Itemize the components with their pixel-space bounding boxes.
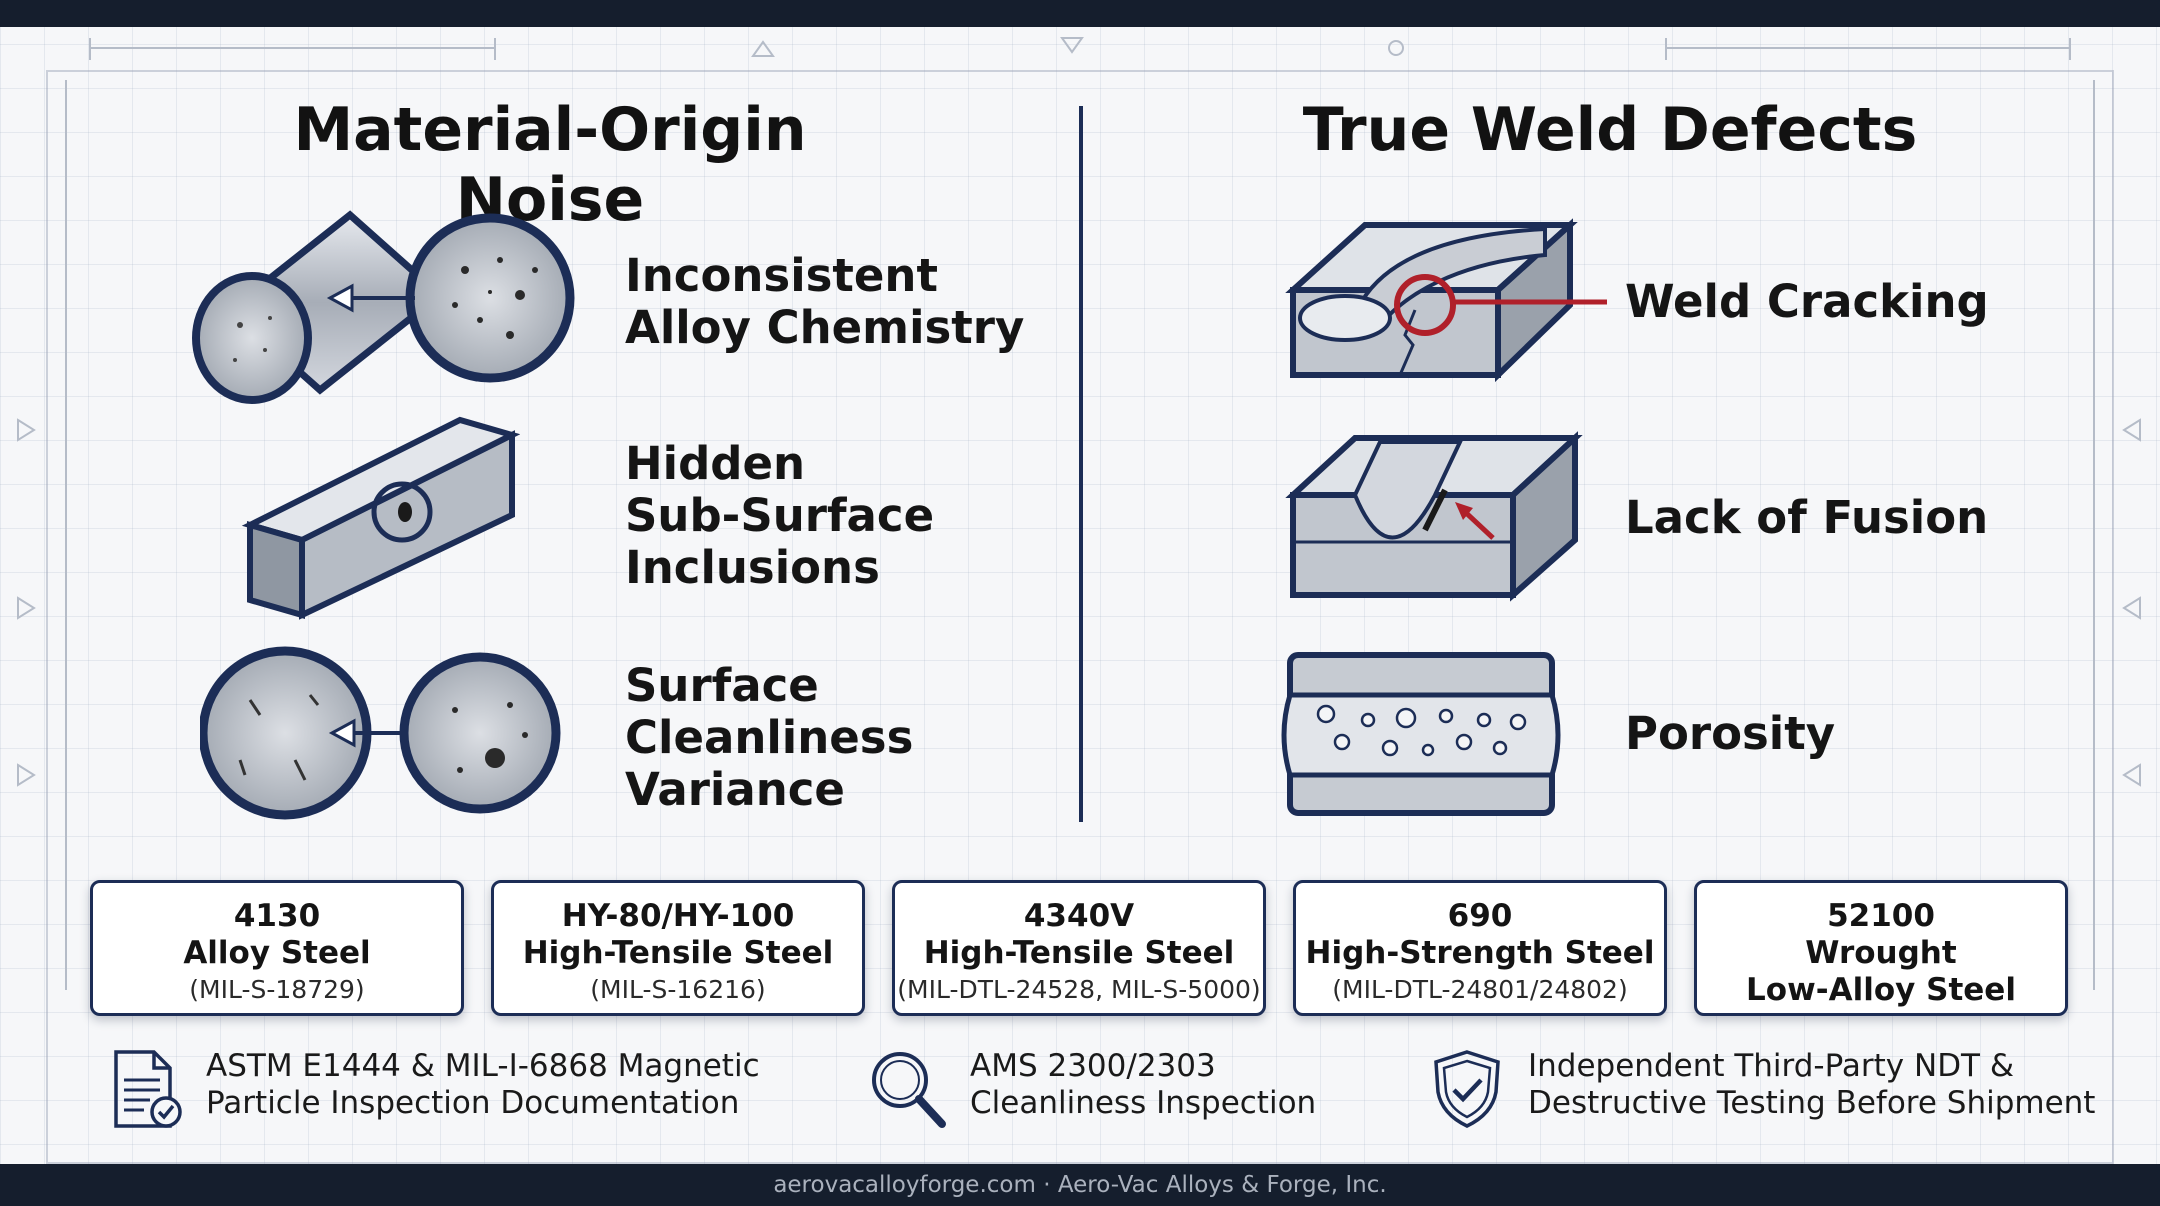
top-bar: [0, 0, 2160, 27]
alloy-spec: (MIL-DTL-24801/24802): [1332, 975, 1628, 1004]
blueprint-frame: [46, 70, 2114, 1164]
alloy-spec: (MIL-DTL-24528, MIL-S-5000): [897, 975, 1261, 1004]
magnifier-icon: [872, 1052, 946, 1128]
round-bar-cross-section-icon: [192, 210, 575, 404]
right-panel-title: True Weld Defects: [1302, 95, 1918, 165]
weld-crack-icon: [1285, 218, 1607, 383]
feature-text: Independent Third-Party NDT & Destructiv…: [1528, 1048, 2096, 1121]
alloy-card-52100: 52100 Wrought Low-Alloy Steel: [1694, 880, 2068, 1016]
left-item-label-3: Surface Cleanliness Variance: [625, 659, 914, 816]
feature-text: AMS 2300/2303 Cleanliness Inspection: [970, 1048, 1317, 1121]
footer: aerovacalloyforge.com · Aero-Vac Alloys …: [0, 1164, 2160, 1206]
feature-cleanliness-inspection: AMS 2300/2303 Cleanliness Inspection: [868, 1048, 1316, 1130]
shield-check-icon: [1434, 1050, 1500, 1128]
feature-mpi-documentation: ASTM E1444 & MIL-I-6868 Magnetic Particl…: [110, 1048, 760, 1130]
alloy-card-4130: 4130 Alloy Steel (MIL-S-18729): [90, 880, 464, 1016]
alloy-grade: HY-80/HY-100: [561, 898, 795, 934]
feature-third-party-testing: Independent Third-Party NDT & Destructiv…: [1430, 1048, 2095, 1130]
alloy-type: Wrought: [1805, 935, 1957, 971]
alloy-spec: (MIL-S-16216): [590, 975, 766, 1004]
alloy-type: Alloy Steel: [183, 935, 371, 971]
alloy-grade: 4340V: [1023, 898, 1135, 934]
feature-text: ASTM E1444 & MIL-I-6868 Magnetic Particl…: [206, 1048, 760, 1121]
left-item-label-2: Hidden Sub-Surface Inclusions: [625, 437, 935, 594]
alloy-grade: 52100: [1827, 898, 1935, 934]
alloy-grade: 4130: [233, 898, 321, 934]
alloy-spec: Low-Alloy Steel: [1746, 972, 2016, 1008]
porosity-icon: [1281, 652, 1561, 816]
right-item-label-1: Weld Cracking: [1625, 275, 1989, 328]
left-panel-title: Material-Origin Noise: [293, 95, 807, 235]
left-item-label-1: Inconsistent Alloy Chemistry: [625, 249, 1025, 354]
right-item-label-2: Lack of Fusion: [1625, 491, 1989, 544]
alloy-type: High-Tensile Steel: [522, 935, 834, 971]
surface-magnifier-icon: [200, 646, 561, 820]
square-bar-inclusion-icon: [241, 416, 520, 620]
center-divider: [1079, 106, 1083, 822]
right-item-label-3: Porosity: [1625, 707, 1836, 760]
alloy-card-690: 690 High-Strength Steel (MIL-DTL-24801/2…: [1293, 880, 1667, 1016]
alloy-grade: 690: [1447, 898, 1513, 934]
alloy-type: High-Strength Steel: [1305, 935, 1655, 971]
alloy-card-hy80: HY-80/HY-100 High-Tensile Steel (MIL-S-1…: [491, 880, 865, 1016]
alloy-card-4340v: 4340V High-Tensile Steel (MIL-DTL-24528,…: [892, 880, 1266, 1016]
document-check-icon: [114, 1050, 182, 1128]
alloy-spec: (MIL-S-18729): [189, 975, 365, 1004]
lack-of-fusion-icon: [1285, 431, 1583, 602]
alloy-type: High-Tensile Steel: [923, 935, 1235, 971]
